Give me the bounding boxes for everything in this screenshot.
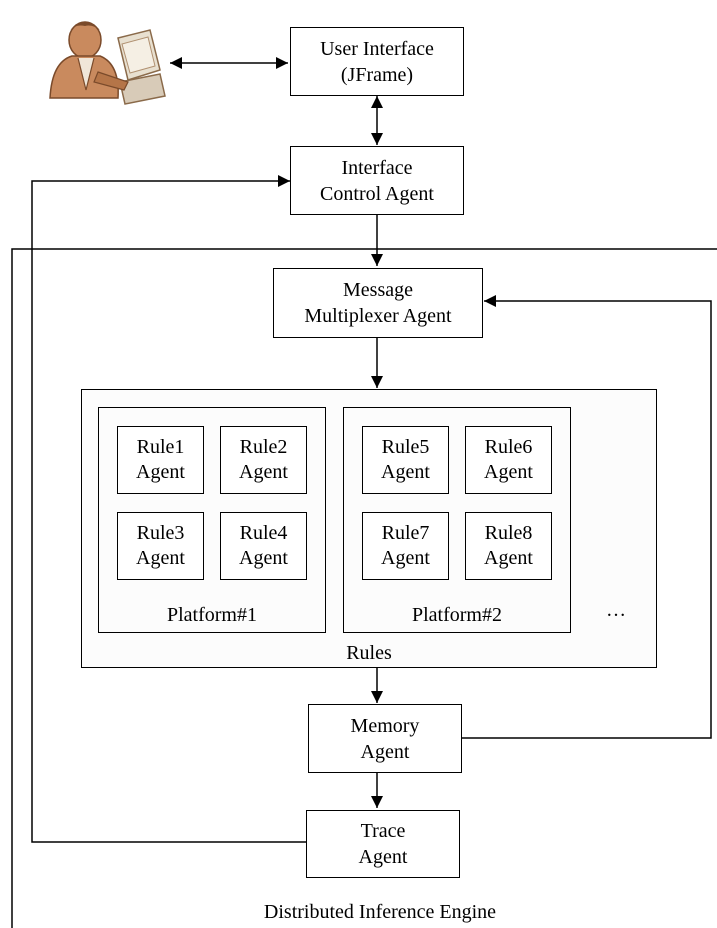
interface-control-line1: Interface [341,156,413,179]
rule7-name: Rule7 [381,522,430,544]
interface-control-agent-node: Interface Control Agent [290,146,464,215]
rule6-name: Rule6 [484,436,533,458]
rule3-type: Agent [136,547,185,569]
rule2-type: Agent [239,461,288,483]
rule1-name: Rule1 [136,436,185,458]
rule5-agent-node: Rule5 Agent [362,426,449,494]
rule4-type: Agent [239,547,288,569]
rule1-type: Agent [136,461,185,483]
engine-label: Distributed Inference Engine [263,901,497,923]
rules-label: Rules [346,642,392,664]
rule8-type: Agent [484,547,533,569]
rule8-name: Rule8 [484,522,533,544]
memory-agent-node: Memory Agent [308,704,462,773]
trace-line1: Trace [360,820,406,842]
engine-boundary [11,248,717,928]
rule7-agent-node: Rule7 Agent [362,512,449,580]
message-multiplexer-line1: Message [343,279,413,301]
rule4-name: Rule4 [239,522,288,544]
arrow-trace-control-feedback [31,175,306,843]
rule7-type: Agent [381,547,430,569]
memory-line1: Memory [350,714,420,737]
user-interface-line1: User Interface [320,37,434,60]
user-at-computer-icon [49,21,166,105]
rule3-name: Rule3 [136,522,185,544]
rule5-name: Rule5 [381,436,430,458]
rule3-agent-node: Rule3 Agent [117,512,204,580]
message-multiplexer-line2: Multiplexer Agent [304,305,452,327]
platform-1-label: Platform#1 [167,604,257,626]
user-interface-line2: (JFrame) [340,63,414,86]
user-interface-node: User Interface (JFrame) [290,27,464,96]
rule6-agent-node: Rule6 Agent [465,426,552,494]
rule4-agent-node: Rule4 Agent [220,512,307,580]
message-multiplexer-agent-node: Message Multiplexer Agent [273,268,483,338]
more-platforms-ellipsis: … [606,599,626,621]
rule6-type: Agent [484,461,533,483]
rule2-name: Rule2 [239,436,288,458]
trace-agent-node: Trace Agent [306,810,460,878]
platform-2-label: Platform#2 [412,604,502,626]
rule1-agent-node: Rule1 Agent [117,426,204,494]
rule2-agent-node: Rule2 Agent [220,426,307,494]
memory-line2: Agent [360,740,410,763]
rule5-type: Agent [381,461,430,483]
rule8-agent-node: Rule8 Agent [465,512,552,580]
trace-line2: Agent [358,846,408,868]
interface-control-line2: Control Agent [320,182,434,205]
arrow-memory-multiplexer-feedback [462,295,712,739]
